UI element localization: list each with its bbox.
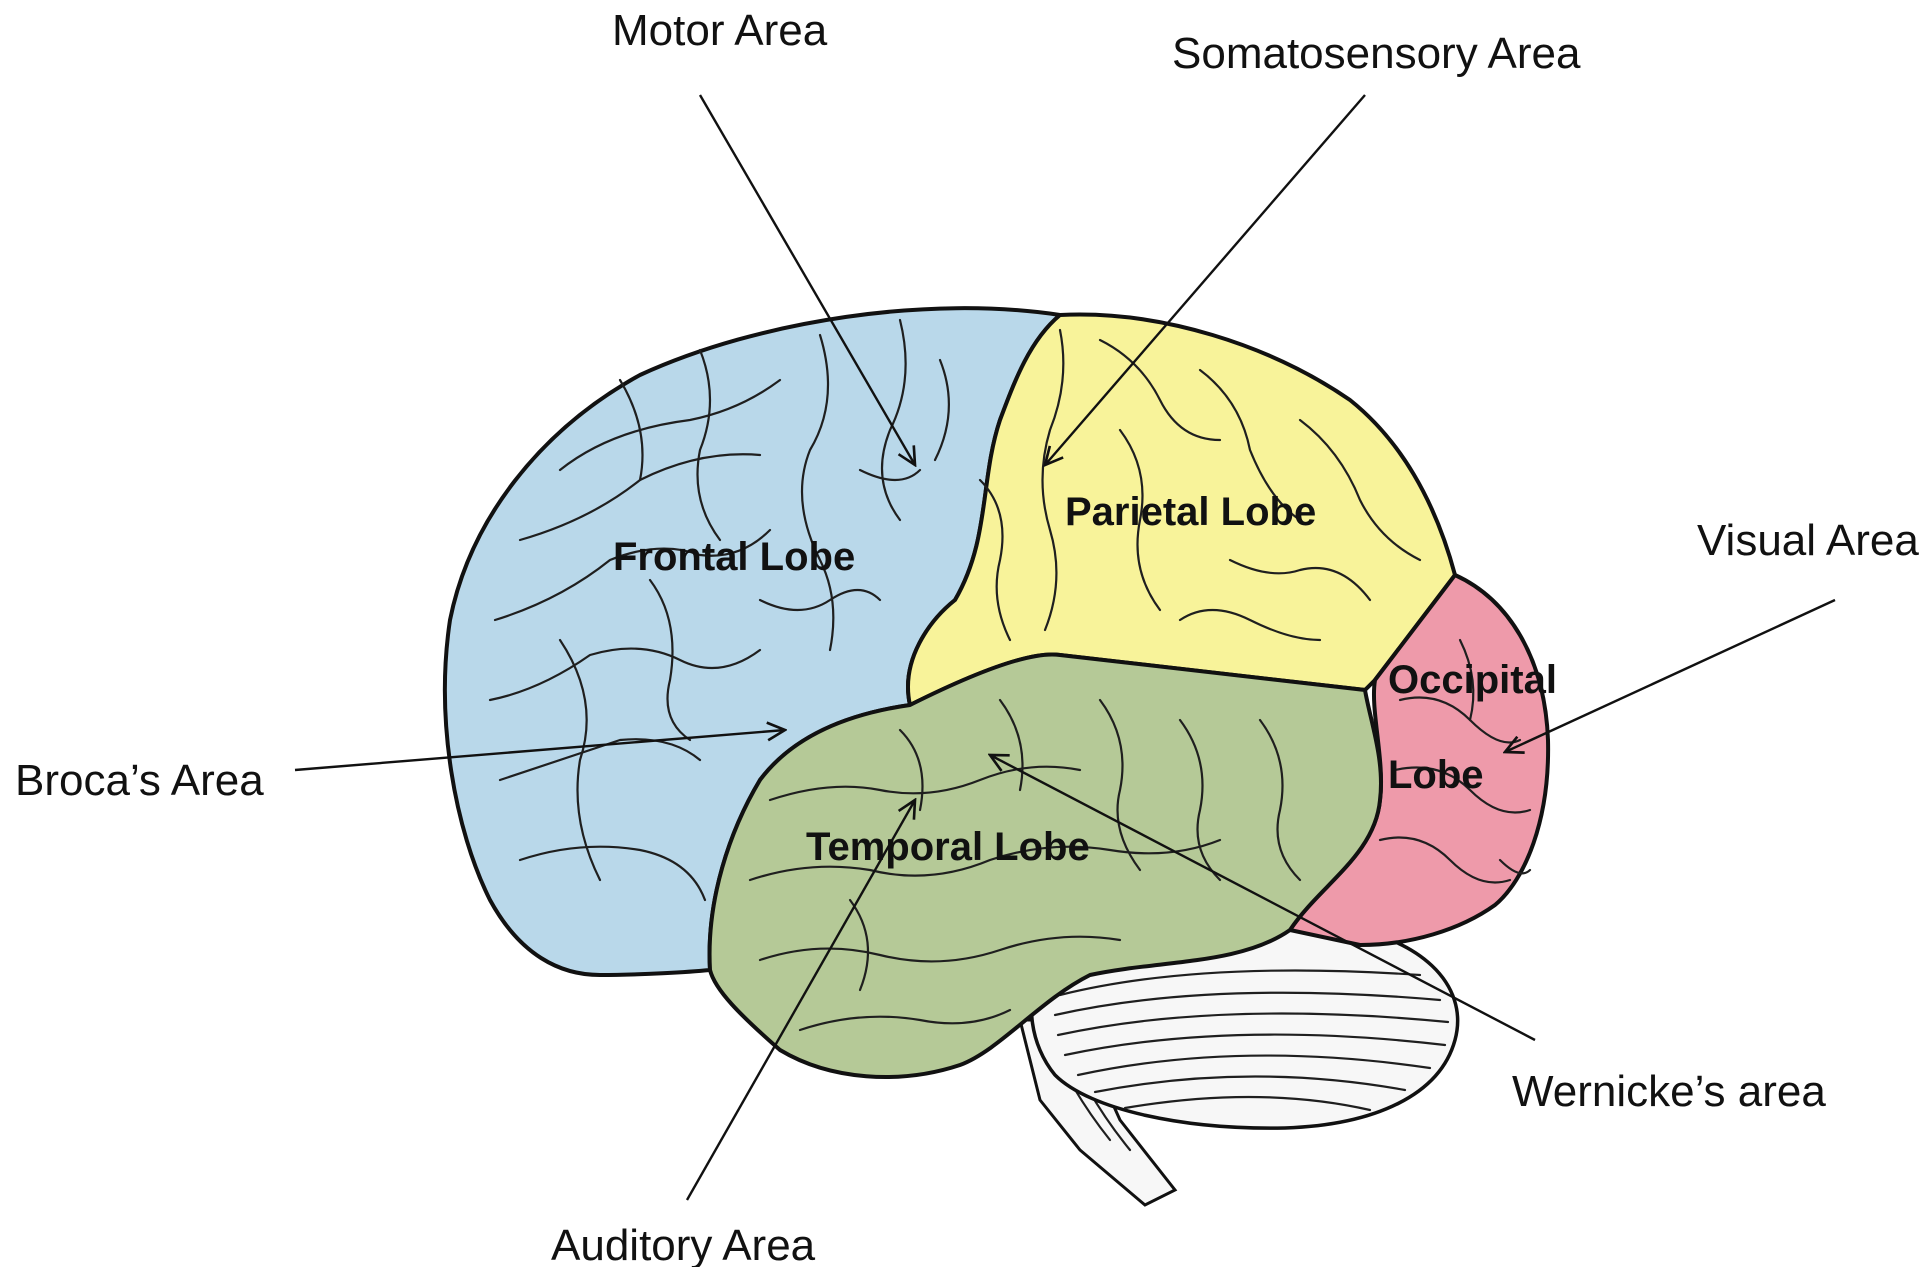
somatosensory-area-label: Somatosensory Area: [1172, 29, 1581, 78]
frontal-lobe-label: Frontal Lobe: [613, 535, 855, 579]
temporal-lobe-label: Temporal Lobe: [806, 825, 1090, 869]
motor-area-label: Motor Area: [612, 6, 828, 55]
parietal-lobe-label: Parietal Lobe: [1065, 490, 1316, 534]
occipital-lobe-label-line2: Lobe: [1388, 753, 1484, 797]
wernicke-area-label: Wernicke’s area: [1512, 1067, 1826, 1116]
occipital-lobe-label-line1: Occipital: [1388, 658, 1557, 702]
visual-area-label: Visual Area: [1697, 516, 1919, 565]
broca-area-label: Broca’s Area: [15, 756, 264, 805]
auditory-area-label: Auditory Area: [551, 1221, 816, 1267]
